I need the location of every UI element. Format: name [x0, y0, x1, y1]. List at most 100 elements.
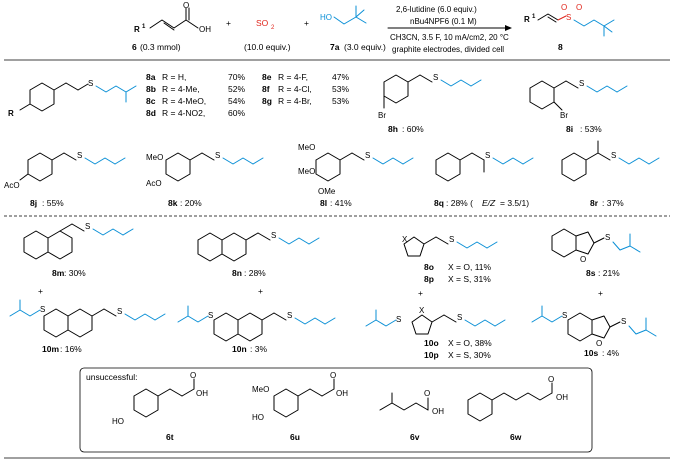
unsuccessful-box	[79, 367, 593, 453]
code-8o: 8o	[424, 262, 434, 272]
condition-4: graphite electrodes, divided cell	[392, 45, 504, 54]
desc-8a: R = H,	[162, 72, 186, 82]
code-8c: 8c	[146, 96, 156, 106]
structure-8n: S	[197, 231, 320, 262]
structure-10s: S O S	[531, 305, 657, 348]
s-8l: S	[365, 151, 370, 160]
structure-8o-p: X S	[402, 235, 498, 257]
code-8b: 8b	[146, 84, 156, 94]
product-o2: O	[576, 3, 582, 12]
yield-10s: : 4%	[602, 348, 619, 358]
structure-8k: S MeO AcO	[146, 151, 264, 188]
code-10p: 10p	[424, 350, 439, 360]
code-8l: 8l	[320, 198, 327, 208]
aco-8j: AcO	[4, 181, 20, 190]
plus-10n: +	[258, 286, 263, 296]
yield-8k: : 20%	[180, 198, 202, 208]
yield-10m: : 16%	[60, 344, 82, 354]
aco-8k: AcO	[146, 179, 162, 188]
s-8q: S	[485, 151, 490, 160]
structure-8a-g: S R	[8, 79, 137, 118]
o-atom-8s: O	[580, 255, 586, 264]
br-8i: Br	[560, 111, 568, 120]
meo-8k: MeO	[146, 153, 163, 162]
oh-6w: OH	[556, 393, 568, 402]
x-atom-10o: X	[419, 306, 425, 315]
table-8a-d: 8a R = H, 70% 8b R = 4-Me, 52% 8c R = 4-…	[146, 72, 245, 118]
yield-8c: 54%	[228, 96, 245, 106]
s-10o-1: S	[396, 315, 401, 324]
yield-8j: : 55%	[42, 198, 64, 208]
yield-8l: : 41%	[330, 198, 352, 208]
s-8k: S	[215, 151, 220, 160]
plus-10m: +	[38, 286, 43, 296]
s-8h: S	[433, 73, 438, 82]
yield-8n: : 28%	[244, 268, 266, 278]
yield-8q: : 28% (	[446, 198, 473, 208]
o-6w: O	[548, 375, 554, 384]
code-8i: 8i	[566, 124, 573, 134]
s-10n-1: S	[208, 311, 213, 320]
ome-8l: OMe	[318, 187, 336, 196]
structure-6t: O OH HO	[112, 371, 208, 426]
yield-8m: : 30%	[64, 268, 86, 278]
o-6t: O	[190, 371, 196, 380]
r-group-8ag: R	[8, 109, 14, 118]
s-10o-2: S	[457, 313, 462, 322]
s-10n-2: S	[287, 311, 292, 320]
o-atom-10s: O	[596, 339, 602, 348]
plus-10s: +	[598, 288, 603, 298]
reactant-label: 6	[132, 42, 137, 52]
yield-8a: 70%	[228, 72, 245, 82]
yield-8h: : 60%	[402, 124, 424, 134]
code-8q: 8q	[434, 198, 444, 208]
structure-8m: S	[23, 222, 134, 260]
yield-8d: 60%	[228, 108, 245, 118]
arrowhead	[505, 25, 512, 31]
code-8a: 8a	[146, 72, 156, 82]
code-10o: 10o	[424, 338, 439, 348]
structure-8l: S MeO MeO OMe	[298, 143, 414, 196]
yield-8b: 52%	[228, 84, 245, 94]
s-8r: S	[611, 151, 616, 160]
o-6v: O	[424, 389, 430, 398]
alcohol-amount: (3.0 equiv.)	[344, 42, 386, 52]
structure-10n: S S	[177, 305, 336, 342]
desc-10p: X = S, 30%	[448, 350, 491, 360]
code-8j: 8j	[30, 198, 37, 208]
structure-6u: O OH MeO HO	[252, 371, 348, 422]
meo-8l-1: MeO	[298, 143, 315, 152]
ho-6u: HO	[252, 413, 264, 422]
structure-8r: S	[561, 140, 660, 182]
structure-6v: O OH	[379, 389, 444, 416]
desc-8p: X = S, 31%	[448, 274, 491, 284]
product-label: 8	[558, 42, 563, 52]
code-10m: 10m	[42, 344, 59, 354]
product-sulfonate: R 1 S O O	[524, 3, 615, 37]
condition-3: CH3CN, 3.5 F, 10 mA/cm2, 20 °C	[390, 33, 509, 42]
s-10s-2: S	[621, 317, 626, 326]
desc-8e: R = 4-F,	[278, 72, 308, 82]
reactant-r: R	[134, 25, 140, 34]
ratio-val-8q: = 3.5/1)	[500, 198, 529, 208]
condition-2: nBu4NPF6 (0.1 M)	[410, 17, 477, 26]
structure-8s: O S	[551, 228, 641, 264]
yield-10n: : 3%	[250, 344, 267, 354]
s-10m-1: S	[40, 305, 45, 314]
unsuccessful-title: unsuccessful:	[86, 372, 138, 382]
oh-6v: OH	[432, 407, 444, 416]
code-10n: 10n	[232, 344, 247, 354]
s-8o: S	[449, 235, 454, 244]
yield-8f: 53%	[332, 84, 349, 94]
s-10m-2: S	[117, 307, 122, 316]
yield-8g: 53%	[332, 96, 349, 106]
so2-amount: (10.0 equiv.)	[244, 42, 291, 52]
desc-8d: R = 4-NO2,	[162, 108, 205, 118]
so2-sub: 2	[271, 25, 275, 31]
code-8h: 8h	[388, 124, 398, 134]
ho-6t: HO	[112, 417, 124, 426]
desc-8b: R = 4-Me,	[162, 84, 200, 94]
code-8k: 8k	[168, 198, 178, 208]
code-6t: 6t	[166, 432, 174, 442]
plus-sign-2: +	[304, 18, 309, 28]
